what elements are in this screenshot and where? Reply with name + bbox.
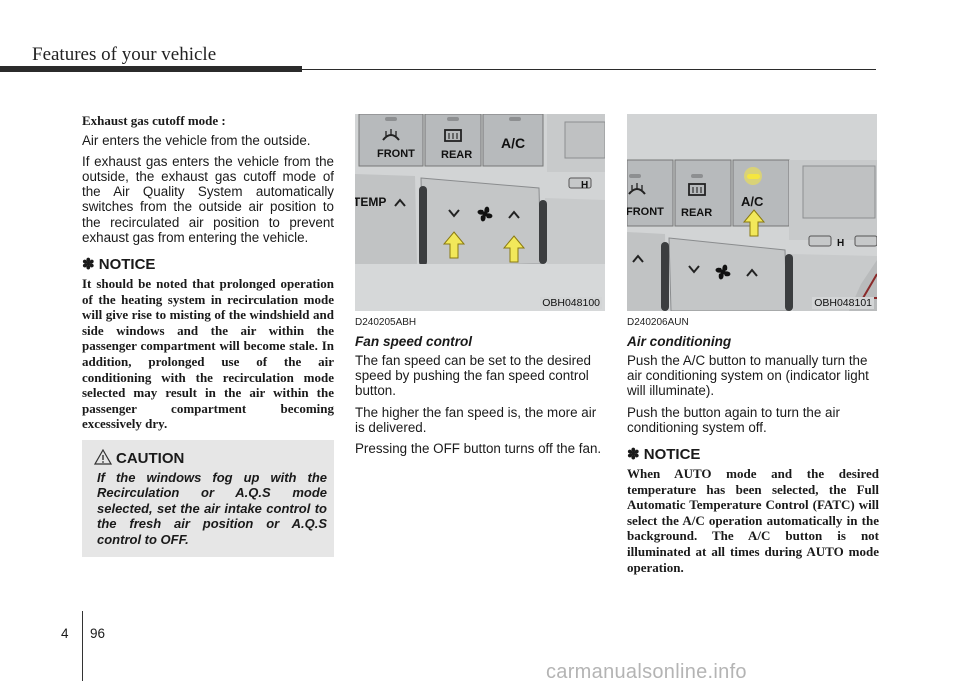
notice-symbol: ✽ <box>82 256 95 274</box>
footer-divider <box>82 611 83 681</box>
ac-label: A/C <box>741 194 764 209</box>
notice-symbol: ✽ <box>627 446 640 464</box>
section-code: D240205ABH <box>355 317 417 328</box>
page-header-title: Features of your vehicle <box>32 44 217 65</box>
exhaust-p1: Air enters the vehicle from the outside. <box>82 132 311 148</box>
fan-p1: The fan speed can be set to the desired … <box>355 353 591 399</box>
ac-label: A/C <box>501 135 525 151</box>
notice-text: When AUTO mode and the desired temperatu… <box>627 466 879 575</box>
caution-box: CAUTION If the windows fog up with the R… <box>82 440 334 557</box>
ac-p1: Push the A/C button to manually turn the… <box>627 353 869 399</box>
caution-title: CAUTION <box>116 450 185 467</box>
notice-heading: ✽ NOTICE <box>82 255 334 273</box>
photo-code-2: OBH048101 <box>812 297 874 309</box>
rear-defrost-label: REAR <box>681 207 712 219</box>
fan-p2: The higher the fan speed is, the more ai… <box>355 404 597 435</box>
photo-code-1: OBH048100 <box>540 297 602 309</box>
notice-title: NOTICE <box>643 446 701 464</box>
control-panel-illustration: FRONT REAR A/C H TEMP <box>355 114 605 311</box>
caution-text: If the windows fog up with the Recircula… <box>97 470 327 547</box>
arrow-icon <box>502 235 526 263</box>
ac-p2: Push the button again to turn the air co… <box>627 404 840 435</box>
arrow-icon <box>742 209 766 237</box>
exhaust-p2: If exhaust gas enters the vehicle from t… <box>82 153 334 245</box>
notice-text: It should be noted that prolonged operat… <box>82 276 334 432</box>
notice-title: NOTICE <box>98 256 156 274</box>
h-label: H <box>581 180 588 191</box>
section-code: D240206AUN <box>627 317 689 328</box>
rear-defrost-label: REAR <box>441 149 472 161</box>
h-label: H <box>837 238 844 249</box>
header-rule-thin <box>302 69 876 70</box>
ac-panel-photo: FRONT REAR A/C H OBH048101 <box>627 114 877 311</box>
fan-icon <box>477 206 493 222</box>
section-heading: Air conditioning <box>627 334 732 349</box>
warning-triangle-icon <box>94 449 112 465</box>
section-heading: Fan speed control <box>355 334 473 349</box>
notice-heading: ✽ NOTICE <box>627 445 879 463</box>
front-defrost-label: FRONT <box>627 206 664 218</box>
front-defrost-label: FRONT <box>377 148 415 160</box>
fan-speed-panel-photo: FRONT REAR A/C H TEMP OBH048100 <box>355 114 605 311</box>
chapter-number: 4 <box>61 626 69 641</box>
right-column: D240206AUN Air conditioning Push the A/C… <box>627 317 879 575</box>
arrow-icon <box>442 231 466 259</box>
middle-column: D240205ABH Fan speed control The fan spe… <box>355 317 605 462</box>
exhaust-heading: Exhaust gas cutoff mode : <box>82 113 226 128</box>
watermark: carmanualsonline.info <box>546 661 747 683</box>
temp-label: TEMP <box>355 195 386 209</box>
left-column: Exhaust gas cutoff mode : Air enters the… <box>82 113 334 432</box>
control-panel-illustration: FRONT REAR A/C H <box>627 114 877 311</box>
fan-icon <box>715 264 731 280</box>
page-number: 96 <box>90 626 106 641</box>
header-rule-thick <box>0 66 302 72</box>
fan-p3: Pressing the OFF button turns off the fa… <box>355 441 602 457</box>
